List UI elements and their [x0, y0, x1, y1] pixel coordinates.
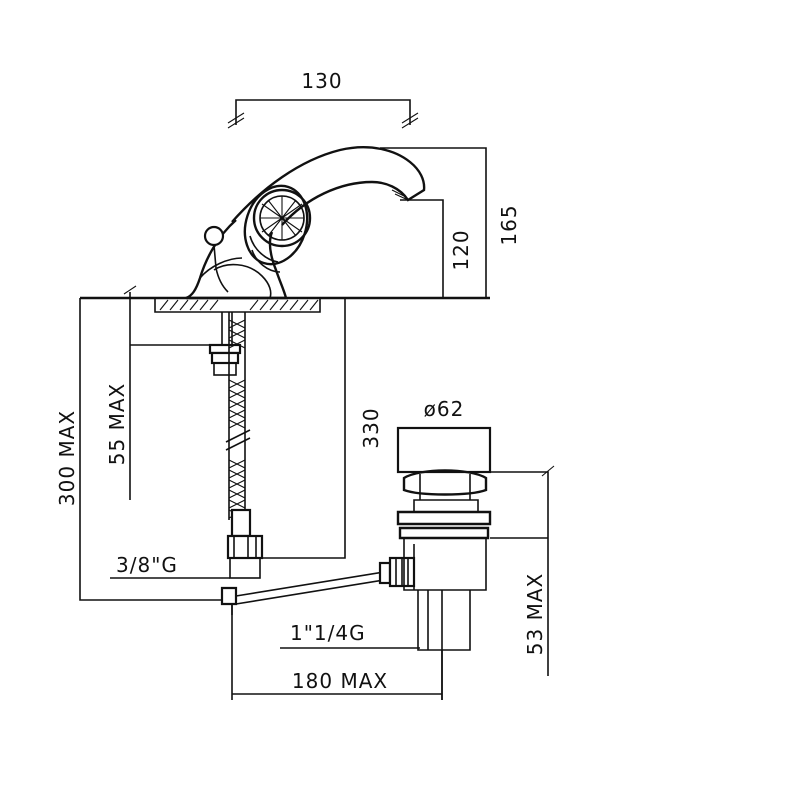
dimension-1-1-4-g: 1"1/4G — [280, 621, 420, 649]
dimension-120: 120 — [400, 199, 473, 298]
dim-label-o62: ø62 — [424, 397, 465, 421]
dim-label-165: 165 — [497, 204, 521, 245]
dimension-3-8-g: 3/8"G — [110, 553, 230, 579]
dim-label-180-max: 180 MAX — [292, 669, 388, 693]
dim-label-130: 130 — [301, 69, 342, 93]
dim-label-330: 330 — [359, 407, 383, 448]
dim-label-300-max: 300 MAX — [55, 410, 79, 506]
dimension-55-max: 55 MAX — [105, 285, 210, 500]
pop-up-rod — [220, 556, 416, 615]
dim-label-55-max: 55 MAX — [105, 383, 129, 465]
dimension-53-max: 53 MAX — [488, 465, 555, 676]
dim-label-53-max: 53 MAX — [523, 573, 547, 655]
pop-up-drain: ø62 — [396, 397, 492, 700]
supply-hose — [208, 312, 264, 579]
dimension-180-max: 180 MAX — [231, 604, 443, 700]
dimension-300-max: 300 MAX — [55, 298, 232, 601]
faucet-knob — [243, 184, 312, 273]
dimension-130: 130 — [227, 69, 419, 129]
dim-label-1-1-4-g: 1"1/4G — [290, 621, 366, 645]
dim-label-120: 120 — [449, 229, 473, 270]
dim-label-3-8-g: 3/8"G — [116, 553, 178, 577]
countertop — [80, 296, 490, 313]
faucet-body — [185, 146, 426, 300]
dimension-165: 165 — [380, 147, 521, 299]
dimension-330: 330 — [262, 297, 383, 559]
